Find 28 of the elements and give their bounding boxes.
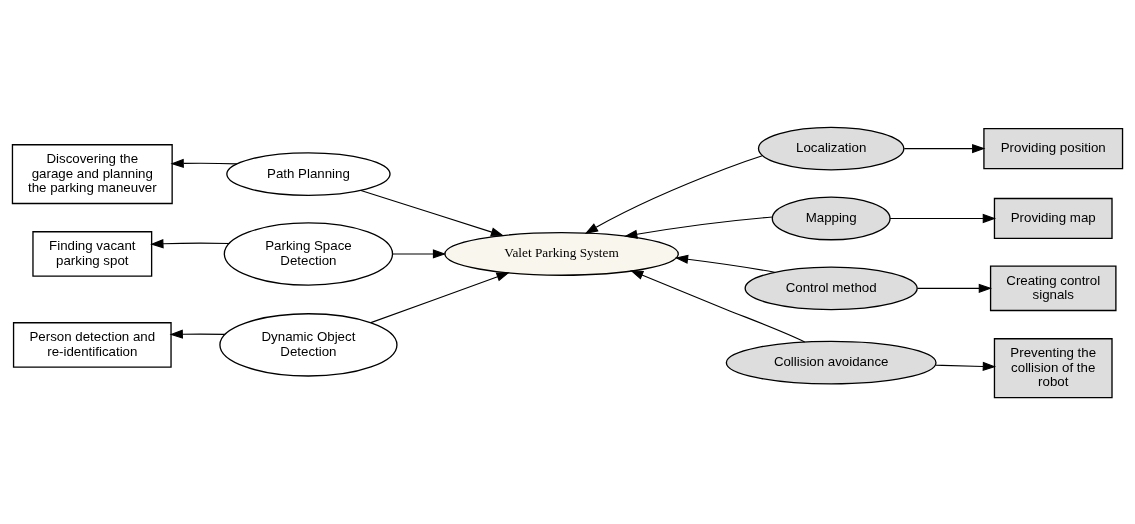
arrow	[674, 254, 776, 273]
node-box: Creating control signals	[989, 265, 1117, 311]
node-ellipse: Collision avoidance	[725, 340, 937, 385]
node-ellipse: Parking Space Detection	[223, 221, 394, 286]
arrow	[170, 158, 238, 168]
node-box: Person detection and re-identification	[12, 321, 172, 368]
arrow	[624, 216, 774, 239]
arrow	[584, 154, 763, 234]
arrow	[169, 329, 226, 339]
node-box: Providing map	[993, 197, 1113, 239]
arrow	[903, 143, 986, 153]
node-ellipse: Control method	[744, 265, 918, 310]
node-ellipse: Dynamic Object Detection	[219, 312, 398, 377]
node-ellipse: Path Planning	[226, 151, 391, 196]
node-box: Finding vacant parking spot	[32, 230, 153, 277]
node-ellipse: Mapping	[771, 196, 891, 240]
arrow	[150, 238, 230, 248]
arrow	[360, 189, 505, 236]
node-ellipse: Localization	[757, 126, 905, 171]
arrow	[889, 213, 997, 223]
arrow	[935, 361, 997, 371]
node-box: Preventing the collision of the robot	[993, 337, 1113, 398]
node-box: Discovering the garage and planning the parking maneuver	[11, 143, 173, 204]
node-box: Providing position	[983, 127, 1124, 169]
arrow	[391, 248, 447, 259]
arrow	[630, 269, 806, 343]
arrow	[917, 283, 993, 293]
arrow	[370, 271, 510, 323]
